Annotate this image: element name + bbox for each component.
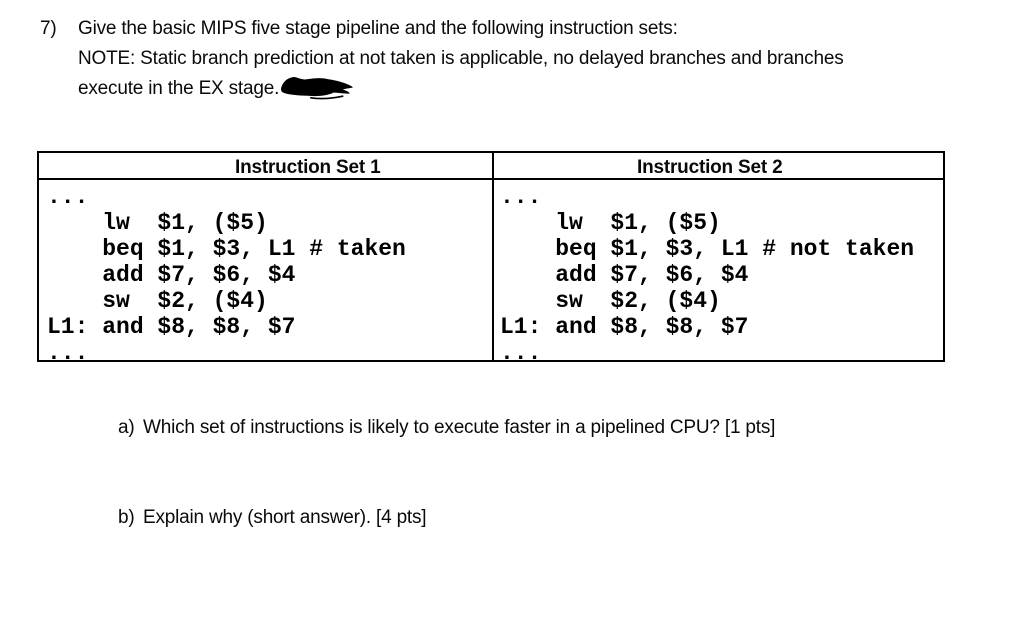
- subquestion-b-text: Explain why (short answer). [4 pts]: [143, 507, 427, 528]
- subquestion-a: a) Which set of instructions is likely t…: [118, 417, 775, 439]
- instruction-set-2-code: ... lw $1, ($5) beq $1, $3, L1 # not tak…: [500, 184, 915, 366]
- instruction-table: Instruction Set 1 Instruction Set 2 ... …: [37, 151, 945, 366]
- subquestion-a-text: Which set of instructions is likely to e…: [143, 417, 776, 438]
- question-line-3-text: execute in the EX stage.: [78, 78, 280, 99]
- question-line-3: execute in the EX stage.: [78, 74, 844, 104]
- instruction-table-header-row: [39, 153, 943, 180]
- question-line-1: Give the basic MIPS five stage pipeline …: [78, 18, 678, 39]
- instruction-set-1-code: ... lw $1, ($5) beq $1, $3, L1 # taken a…: [47, 184, 406, 366]
- subquestion-a-label: a): [118, 417, 135, 438]
- redaction-scribble-icon: [281, 77, 354, 100]
- question-line-2: NOTE: Static branch prediction at not ta…: [78, 48, 844, 69]
- table-column-divider: [492, 153, 494, 360]
- subquestion-b-label: b): [118, 507, 135, 528]
- subquestion-b: b) Explain why (short answer). [4 pts]: [118, 507, 427, 529]
- question-text: Give the basic MIPS five stage pipeline …: [78, 14, 844, 104]
- instruction-set-2-header: Instruction Set 2: [637, 157, 783, 178]
- instruction-set-1-header: Instruction Set 1: [235, 157, 381, 178]
- question-number: 7): [40, 18, 57, 39]
- question-7: 7) Give the basic MIPS five stage pipeli…: [40, 14, 844, 104]
